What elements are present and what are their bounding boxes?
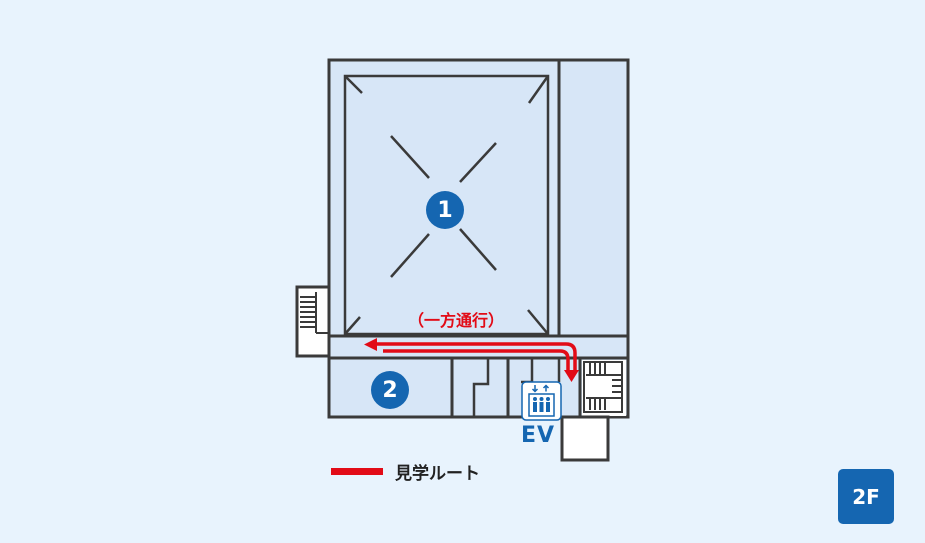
partition-wall [472,358,490,417]
corner-tick [527,309,549,335]
annex-room [560,415,610,462]
corner-tick [527,75,550,104]
elevator-label: EV [521,423,556,448]
diagonal-line [459,142,497,183]
legend-route-line [331,467,383,475]
room-marker-2: 2 [371,371,409,409]
stair-steps [583,361,623,413]
diagonal-line [459,228,497,271]
route-arrow-start [364,338,377,351]
route-arrow-end [564,370,579,382]
diagonal-line [390,233,430,278]
diagonal-line [390,135,430,179]
corner-tick [344,316,361,335]
floor-badge: 2F [838,469,894,524]
stair-steps [300,292,329,334]
legend-label: 見学ルート [395,463,480,484]
tour-route [376,342,577,373]
one-way-label: （一方通行） [408,311,505,330]
corner-tick [344,75,363,94]
elevator-icon [521,381,562,421]
legend: 見学ルート [331,458,480,484]
room-marker-1: 1 [426,191,464,229]
